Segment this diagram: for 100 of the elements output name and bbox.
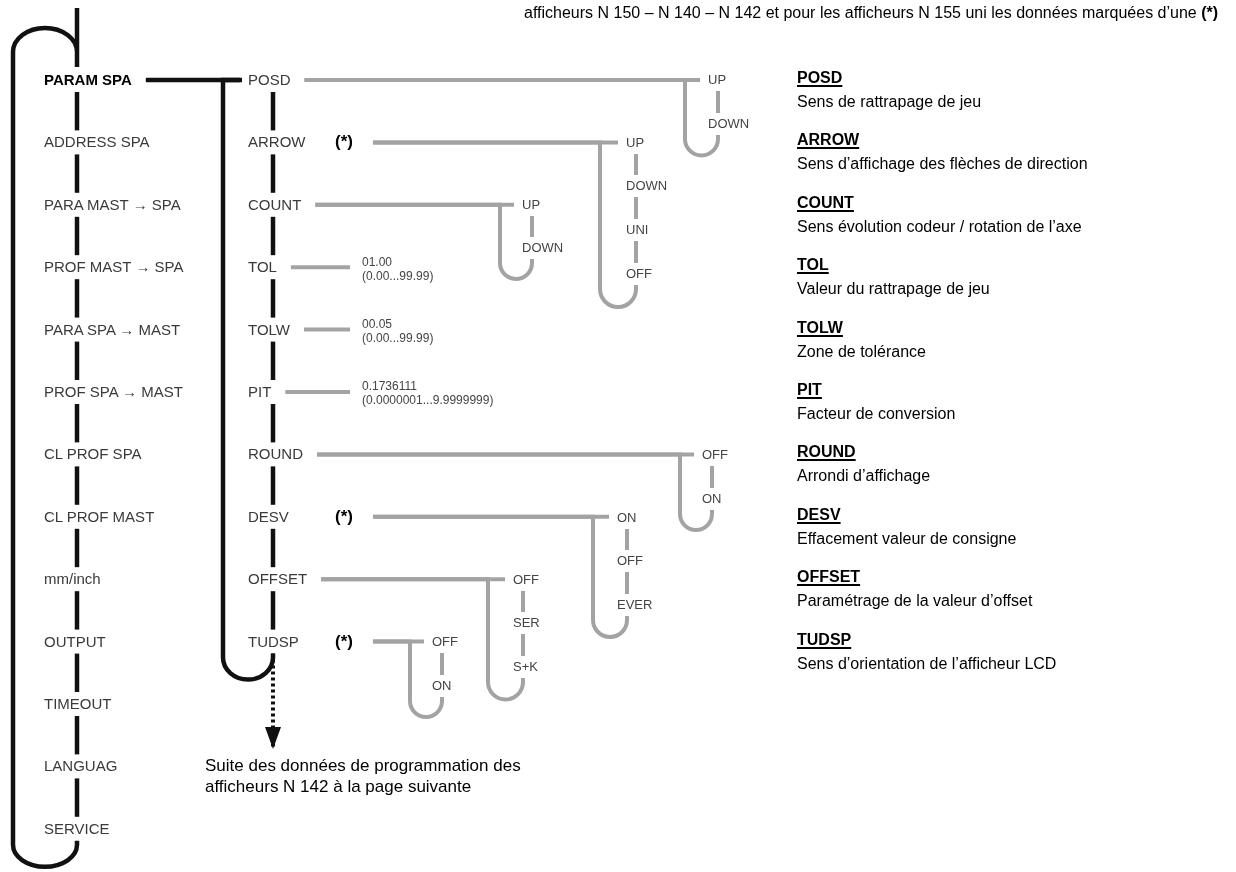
parameter-heading: ARROW <box>797 130 860 151</box>
parameter-heading: POSD <box>797 68 843 88</box>
menu-item: PROF SPA → MAST <box>44 383 183 401</box>
parameter-heading: OFFSET <box>797 567 861 588</box>
parameter-item: DESV <box>248 507 289 526</box>
connector-line <box>634 154 638 175</box>
connector-line <box>270 591 276 630</box>
menu-item: ADDRESS SPA <box>44 133 150 152</box>
connector-line <box>521 634 525 656</box>
parameter-description: Zone de tolérance <box>797 341 926 362</box>
option-item: UNI <box>626 222 649 238</box>
connector-line <box>74 591 80 630</box>
connector-line <box>74 716 80 755</box>
connector-line <box>440 653 444 675</box>
connector-line <box>710 466 714 488</box>
parameter-item: COUNT <box>248 195 302 214</box>
option-item: SER <box>513 615 540 631</box>
connector-line <box>74 92 80 131</box>
option-item: OFF <box>513 572 539 588</box>
connector-line <box>625 572 629 594</box>
connector-line <box>74 341 80 380</box>
connector-line <box>321 577 525 702</box>
option-item: UP <box>522 197 541 213</box>
option-item: DOWN <box>708 116 750 132</box>
option-item: UP <box>626 135 645 151</box>
menu-item: OUTPUT <box>44 632 106 651</box>
option-item: EVER <box>617 597 653 613</box>
option-item: UP <box>708 72 727 88</box>
option-item: S+K <box>513 659 538 675</box>
parameter-description: Sens évolution codeur / rotation de l’axe <box>797 216 1082 237</box>
connector-line <box>270 216 276 256</box>
parameter-heading: TUDSP <box>797 629 852 650</box>
parameter-item: POSD <box>248 71 291 89</box>
menu-item: CL PROF SPA <box>44 445 142 464</box>
connector-line <box>270 154 276 193</box>
parameter-description: Sens d’affichage des flèches de direction <box>797 154 1088 175</box>
connector-line <box>10 5 80 869</box>
connector-line <box>74 154 80 193</box>
connector-line <box>74 404 80 443</box>
menu-item: PARAM SPA <box>44 71 132 89</box>
parameter-item: ROUND <box>248 445 303 464</box>
range-text: (0.0000001...9.9999999) <box>362 393 494 407</box>
connector-line <box>270 528 276 568</box>
parameter-item: PIT <box>248 383 272 401</box>
parameter-heading: PIT <box>797 380 822 400</box>
parameter-description: Valeur du rattrapage de jeu <box>797 279 990 300</box>
asterisk-mark: (*) <box>335 132 353 153</box>
parameter-heading: ROUND <box>797 442 856 463</box>
connector-line <box>220 77 276 682</box>
asterisk-mark: (*) <box>335 631 353 652</box>
connector-line <box>74 279 80 318</box>
parameter-description: Sens de rattrapage de jeu <box>797 92 982 112</box>
connector-line <box>285 390 350 394</box>
connector-line <box>303 327 350 332</box>
connector-line <box>317 452 714 532</box>
value-text: 00.05 <box>362 317 394 331</box>
parameter-heading: COUNT <box>797 192 854 213</box>
menu-item: mm/inch <box>44 570 101 589</box>
connector-line <box>625 529 629 550</box>
value-text: 01.00 <box>362 255 394 269</box>
parameter-description: Sens d’orientation de l’afficheur LCD <box>797 653 1057 674</box>
option-item: ON <box>432 678 452 694</box>
option-item: DOWN <box>522 240 564 256</box>
connector-line <box>530 216 534 237</box>
continuation-note: Suite des données de programmation des afficheurs N 142 à la page suivante <box>205 755 565 797</box>
option-item: OFF <box>626 266 652 282</box>
range-text: (0.00...99.99) <box>362 269 434 283</box>
parameter-item: TOLW <box>248 320 290 339</box>
menu-item: PARA MAST → SPA <box>44 195 181 214</box>
connector-line <box>372 514 629 639</box>
connector-line <box>74 653 80 692</box>
menu-item: LANGUAG <box>44 757 118 776</box>
connector-line <box>270 279 276 318</box>
connector-line <box>270 404 276 443</box>
option-item: ON <box>617 510 637 526</box>
parameter-item: ARROW <box>248 133 306 152</box>
dotted-arrow <box>265 653 281 749</box>
range-text: (0.00...99.99) <box>362 331 434 345</box>
parameter-item: OFFSET <box>248 570 308 589</box>
connector-line <box>270 92 276 131</box>
connector-line <box>634 241 638 263</box>
connector-line <box>270 466 276 505</box>
value-text: 0.1736111 <box>362 379 418 393</box>
parameter-heading: DESV <box>797 504 841 525</box>
menu-item: SERVICE <box>44 819 110 838</box>
menu-item: CL PROF MAST <box>44 507 155 526</box>
connector-line <box>372 639 444 719</box>
connector-line <box>270 341 276 380</box>
connector-line <box>304 78 720 158</box>
menu-item: TIMEOUT <box>44 695 112 713</box>
connector-line <box>521 591 525 612</box>
connector-line <box>634 197 638 219</box>
parameter-item: TUDSP <box>248 632 299 651</box>
connector-line <box>290 265 350 270</box>
connector-line <box>74 466 80 505</box>
option-item: ON <box>702 491 722 507</box>
parameter-item: TOL <box>248 258 277 277</box>
asterisk-mark: (*) <box>335 506 353 527</box>
menu-item: PROF MAST → SPA <box>44 258 184 277</box>
connector-line <box>74 778 80 817</box>
